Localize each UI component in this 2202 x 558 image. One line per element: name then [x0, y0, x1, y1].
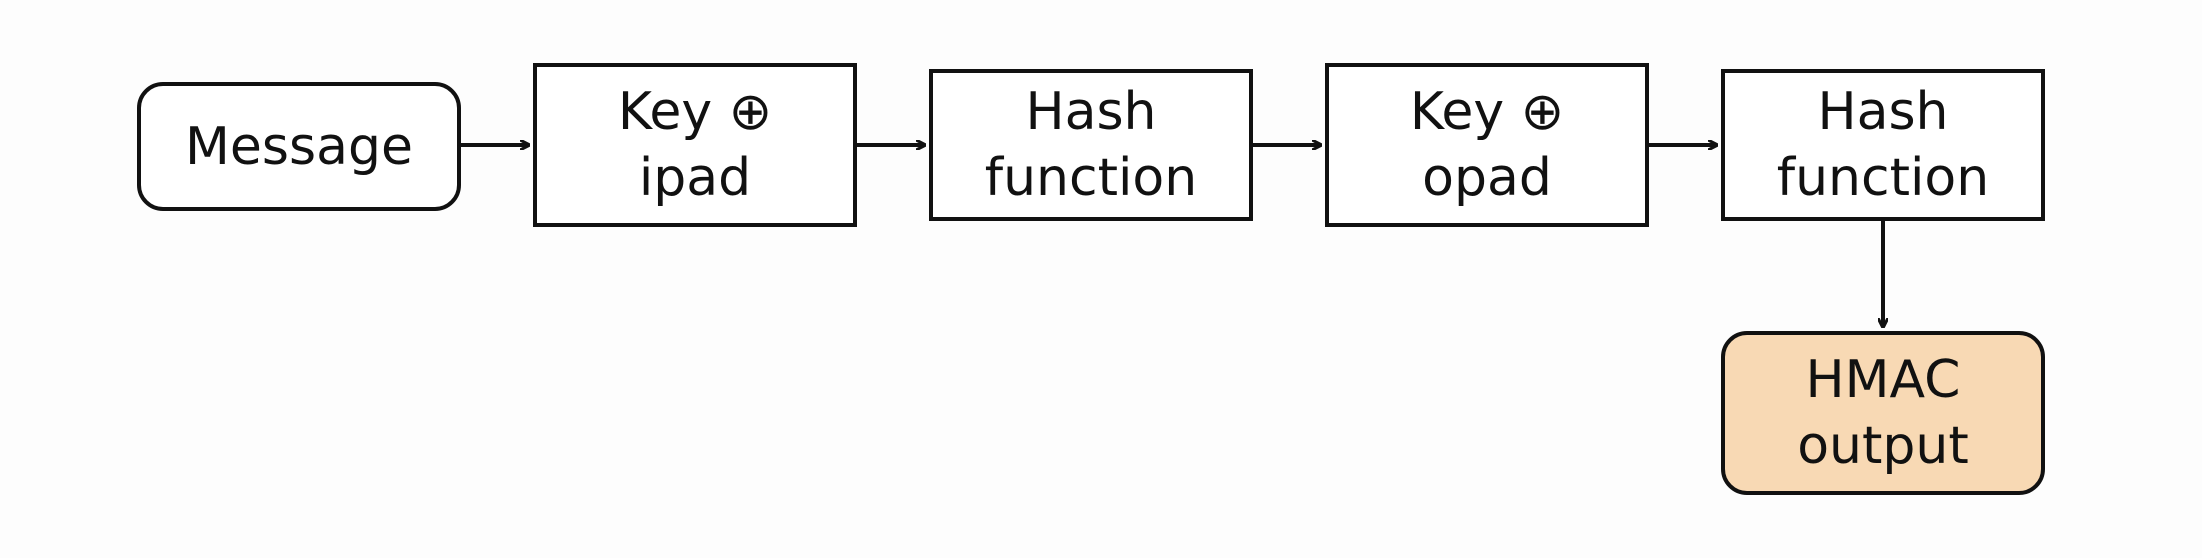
node-hmac-output: HMAC output — [1721, 331, 2045, 495]
node-hash-2-line1: Hash — [1817, 82, 1949, 142]
node-key-opad-line2: opad — [1422, 148, 1552, 208]
node-hash-1-line2: function — [984, 148, 1198, 208]
node-key-opad-line1: Key ⊕ — [1409, 82, 1565, 142]
node-key-ipad-line1: Key ⊕ — [617, 82, 773, 142]
node-hash-1-line1: Hash — [1025, 82, 1157, 142]
node-output-line2: output — [1797, 416, 1969, 476]
node-hash-2-line2: function — [1776, 148, 1990, 208]
node-key-ipad-line2: ipad — [638, 148, 752, 208]
node-hash-function-inner: Hash function — [929, 69, 1253, 221]
node-output-line1: HMAC — [1805, 350, 1961, 410]
node-hash-function-outer: Hash function — [1721, 69, 2045, 221]
node-message-label: Message — [185, 116, 413, 177]
node-message: Message — [137, 82, 461, 211]
node-key-xor-opad: Key ⊕ opad — [1325, 63, 1649, 227]
node-key-xor-ipad: Key ⊕ ipad — [533, 63, 857, 227]
